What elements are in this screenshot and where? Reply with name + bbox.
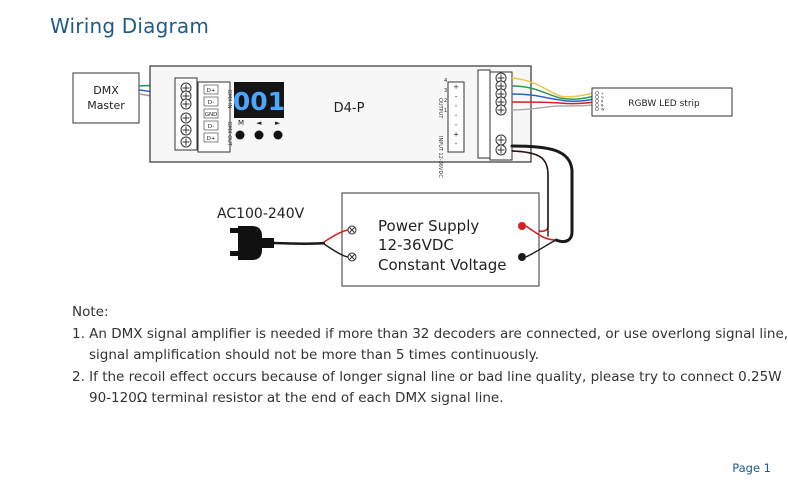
led-strip-pin-label: W [601,108,605,112]
input-label: INPUT 12-36VDC [437,136,443,178]
model-name: D4-P [334,101,365,116]
right-terminal-label: + [453,83,459,91]
button-right[interactable] [273,130,283,140]
power-supply-line1: Power Supply [378,217,479,235]
left-terminal-box [203,132,219,143]
led-strip-pin-label: G [601,96,604,100]
ac-label: AC100-240V [217,206,305,222]
output-wires [511,77,595,111]
power-supply-line2: 12-36VDC [378,236,454,254]
led-strip-pin [595,95,599,99]
button-right-label: ► [275,119,281,127]
note-2-line-2: 90-120Ω terminal resistor at the end of … [89,390,504,406]
left-terminal-box [203,120,219,131]
decoder-unit: D+ D- GND D- D+ DMX IN DMX OUT 001 M ◄ ► D4-… [149,65,532,178]
left-screw-5 [180,124,192,136]
button-m-label: M [238,119,244,127]
left-terminal-screws [180,82,192,148]
right-terminal-label: - [455,121,458,129]
right-screw-5 [495,104,507,116]
right-screw-1 [495,72,507,84]
page-title: Wiring Diagram [50,14,210,38]
power-supply-line3: Constant Voltage [378,256,506,274]
note-1-line-2: signal amplification should not be more … [89,347,539,363]
led-strip-pin-label: + [601,92,604,96]
wiring-diagram: DMX Master D+ D- GND D- D+ DMX IN DMX OUT 00… [72,65,733,287]
power-supply: Power Supply 12-36VDC Constant Voltage [341,192,540,287]
ac-plug-icon [230,226,274,260]
right-terminal-label: - [455,93,458,101]
dmx-master-line2: Master [87,99,125,112]
display-value: 001 [233,87,285,116]
left-terminal-label: D- [208,100,214,106]
output-number: 4 [444,78,447,84]
left-terminal-box [203,96,219,107]
led-strip-pin [595,103,599,107]
dmx-master: DMX Master [72,72,140,124]
ac-wires [273,229,349,258]
left-terminal-label: D+ [207,88,216,94]
dmx-in-label: DMX IN [226,90,232,109]
led-strip-pin-label: R [601,100,604,104]
led-strip-pin [595,91,599,95]
right-terminal-label: - [455,102,458,110]
output-number: 1 [444,108,447,114]
left-screw-6 [180,136,192,148]
notes-heading: Note: [72,304,109,320]
output-numbers: 4 3 2 1 [444,78,447,114]
right-terminal-labels: +----+- [453,83,459,148]
button-left[interactable] [254,130,264,140]
right-terminal-label: - [455,112,458,120]
led-display [234,82,284,118]
button-m[interactable] [235,130,245,140]
output-number: 3 [444,88,447,94]
left-terminal-label: GND [205,112,218,118]
left-terminal-label: D- [208,124,214,130]
right-screw-4 [495,96,507,108]
output-label: OUTPUT [437,98,443,119]
led-strip-pin-label: B [601,104,604,108]
led-strip-label: RGBW LED strip [628,99,700,109]
right-terminal-label: - [455,140,458,148]
right-screw-2 [495,80,507,92]
led-strip-pin [595,99,599,103]
right-terminal-label: + [453,131,459,139]
right-screw-6 [495,134,507,146]
dmx-master-line1: DMX [93,84,119,97]
button-left-label: ◄ [256,119,262,127]
left-terminal-box [203,84,219,95]
led-strip-pin [595,107,599,111]
right-terminal-screws [495,72,507,156]
note-1-line-1: 1. An DMX signal amplifier is needed if … [72,325,788,342]
note-2-line-1: 2. If the recoil effect occurs because o… [72,368,782,385]
output-number: 2 [444,98,447,104]
control-buttons[interactable]: M ◄ ► [235,119,283,140]
left-terminal-box [203,108,219,119]
left-screw-4 [180,112,192,124]
left-terminal-labels: D+ D- GND D- D+ [203,84,219,143]
page-number: Page 1 [732,461,771,475]
left-terminal-label: D+ [207,136,216,142]
left-screw-3 [180,98,192,110]
notes-section: Note: 1. An DMX signal amplifier is need… [72,302,788,410]
right-screw-7 [495,144,507,156]
dmx-out-label: DMX OUT [226,122,232,147]
